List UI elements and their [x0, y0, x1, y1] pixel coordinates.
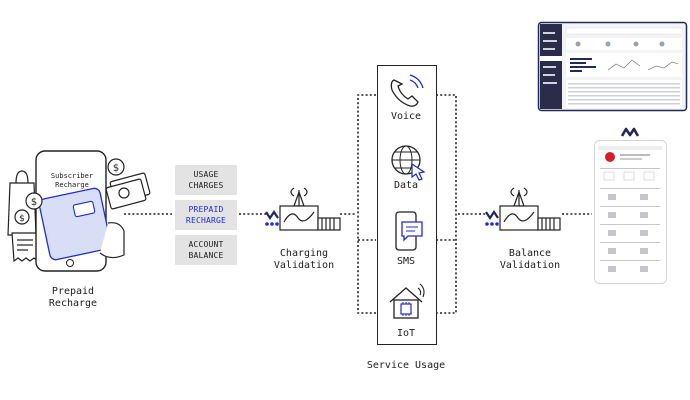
mobile-app-screenshot-thumbnail: [594, 140, 667, 284]
dashboard-screenshot-thumbnail: [537, 21, 688, 112]
brand-logo-icon: [485, 210, 499, 226]
phone-icon: [390, 74, 424, 107]
prepaid-recharge-label: Prepaid Recharge: [48, 286, 98, 309]
hand-icon: [99, 222, 125, 259]
balance-router-icon: [485, 187, 561, 231]
service-label-data: Data: [393, 180, 419, 191]
svg-text:$: $: [113, 163, 119, 174]
tag-label: PREPAID RECHARGE: [185, 205, 227, 225]
credit-card-icon: [38, 187, 112, 261]
service-usage-caption: Service Usage: [366, 360, 446, 371]
coin-icon: $ $ $: [14, 158, 125, 225]
brand-logo-icon: [265, 210, 279, 226]
service-usage-box: [377, 65, 437, 345]
tag-label: ACCOUNT BALANCE: [188, 240, 224, 260]
service-label-voice: Voice: [390, 111, 422, 122]
card-text: Subscriber Recharge: [50, 172, 94, 189]
svg-text:$: $: [31, 197, 37, 208]
tag-prepaid-recharge: PREPAID RECHARGE: [175, 200, 237, 230]
tag-account-balance: ACCOUNT BALANCE: [175, 235, 237, 265]
balance-validation-label: Balance Validation: [499, 248, 561, 271]
charging-router-icon: [265, 187, 341, 231]
prepaid-recharge-illustration: $ $ $: [7, 150, 151, 272]
iot-house-icon: [389, 283, 425, 319]
tag-label: USAGE CHARGES: [188, 170, 224, 190]
tag-usage-charges: USAGE CHARGES: [175, 165, 237, 195]
service-label-sms: SMS: [396, 256, 416, 267]
svg-text:$: $: [19, 214, 25, 224]
cash-stack-icon: [105, 172, 151, 210]
service-label-iot: IoT: [396, 328, 416, 339]
charging-validation-label: Charging Validation: [273, 248, 335, 271]
globe-icon: [391, 145, 426, 181]
sms-icon: [395, 211, 423, 251]
